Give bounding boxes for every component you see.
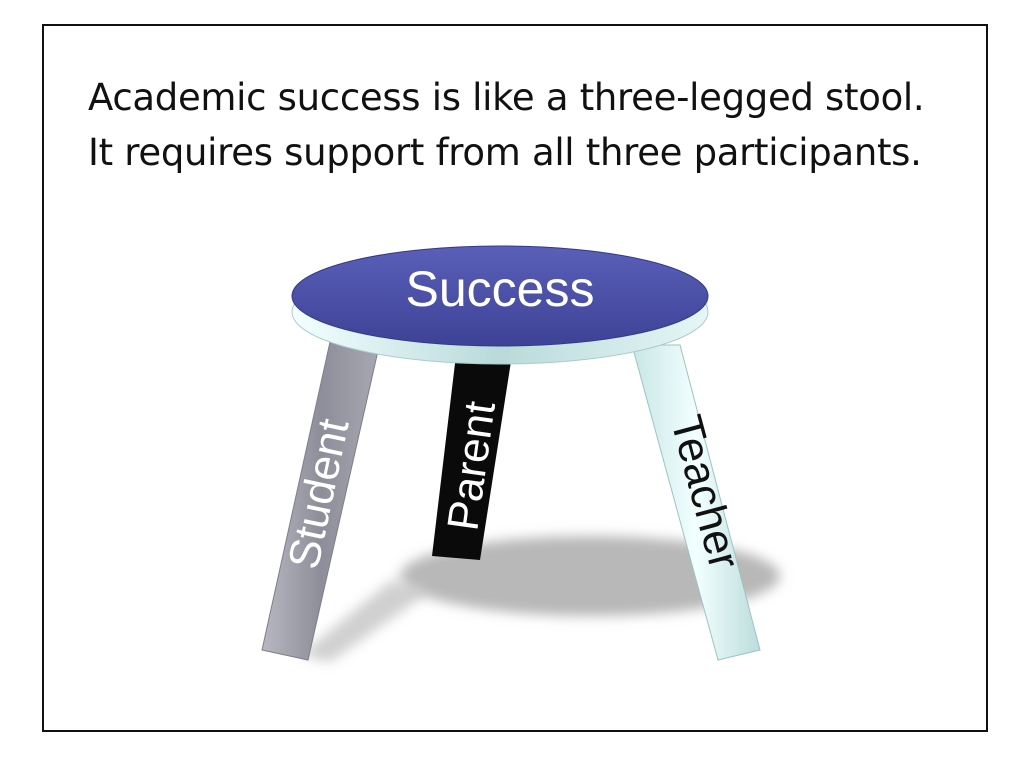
leg-parent-label: Parent: [438, 398, 505, 533]
leg-student-label: Student: [279, 415, 358, 574]
seat-label: Success: [406, 261, 595, 317]
leg-parent: Parent: [432, 355, 512, 560]
slide-text: Academic success is like a three-legged …: [88, 70, 968, 180]
stool-seat: Success: [291, 245, 709, 365]
floor-shadow: [300, 536, 780, 662]
slide-frame: [42, 24, 988, 732]
slide-text-line-1: Academic success is like a three-legged …: [88, 76, 925, 119]
slide-text-line-2: It requires support from all three parti…: [88, 131, 922, 174]
